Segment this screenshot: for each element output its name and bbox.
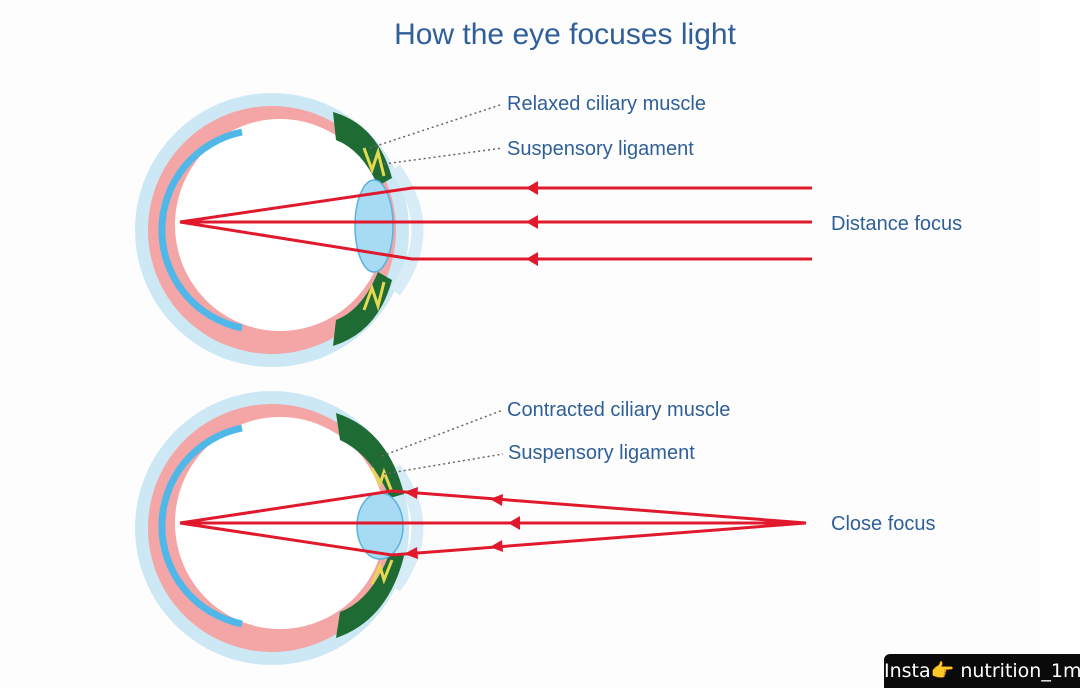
bottom-ligament-leader: [383, 453, 504, 475]
top-eye-retina: [158, 128, 243, 332]
watermark-text: Insta👉 nutrition_1m: [884, 660, 1080, 682]
top-ligament-label: Suspensory ligament: [507, 138, 694, 160]
top-ligament-leader: [383, 147, 504, 165]
right-margin: [1040, 0, 1080, 688]
top-muscle-leader: [369, 103, 504, 149]
bottom-ray-arrow-upper-near: [404, 487, 418, 499]
top-eye-ciliary-lower: [333, 272, 392, 346]
bottom-ray-lower: [179, 521, 807, 557]
top-eye-ligament-lower: [362, 281, 386, 312]
top-light-rays: [179, 181, 812, 266]
top-eye-vitreous: [175, 119, 385, 331]
diagram-title: How the eye focuses light: [394, 18, 737, 51]
bottom-eye-cornea: [390, 464, 424, 592]
top-ray-arrow-lower: [526, 252, 538, 266]
top-ray-lower: [179, 220, 812, 261]
bottom-ray-upper: [179, 489, 807, 525]
top-eye: [135, 93, 424, 367]
bottom-ray-arrow-upper-far: [490, 494, 503, 506]
bottom-eye-ligament-upper: [370, 467, 394, 493]
top-eye-lens: [354, 179, 394, 273]
top-callouts: [369, 103, 504, 165]
close-focus-label: Close focus: [831, 513, 936, 535]
top-muscle-label: Relaxed ciliary muscle: [507, 93, 706, 115]
top-eye-cornea: [390, 164, 424, 296]
bottom-muscle-leader: [381, 409, 504, 457]
top-eye-ligament-upper: [362, 146, 386, 177]
bottom-ray-arrow-lower-near: [404, 547, 418, 559]
instagram-watermark: Insta👉 nutrition_1m: [884, 654, 1080, 688]
bottom-eye-lens: [356, 492, 404, 560]
bottom-callouts: [381, 409, 504, 475]
bottom-ray-arrow-center: [508, 516, 520, 530]
eye-focus-diagram: How the eye focuses light Relaxed ciliar…: [135, 18, 962, 665]
bottom-eye-ligament-lower: [370, 559, 394, 585]
bottom-eye: [135, 391, 424, 665]
bottom-eye-retina: [158, 424, 243, 628]
bottom-muscle-label: Contracted ciliary muscle: [507, 399, 730, 421]
bottom-ligament-label: Suspensory ligament: [508, 442, 695, 464]
top-ray-arrow-upper: [526, 181, 538, 195]
top-ray-arrow-center: [526, 215, 538, 229]
top-ray-upper: [179, 186, 812, 224]
bottom-ray-arrow-lower-far: [490, 540, 503, 552]
top-eye-ciliary-upper: [333, 112, 392, 186]
distance-focus-label: Distance focus: [831, 213, 962, 235]
bottom-light-rays: [179, 487, 807, 559]
